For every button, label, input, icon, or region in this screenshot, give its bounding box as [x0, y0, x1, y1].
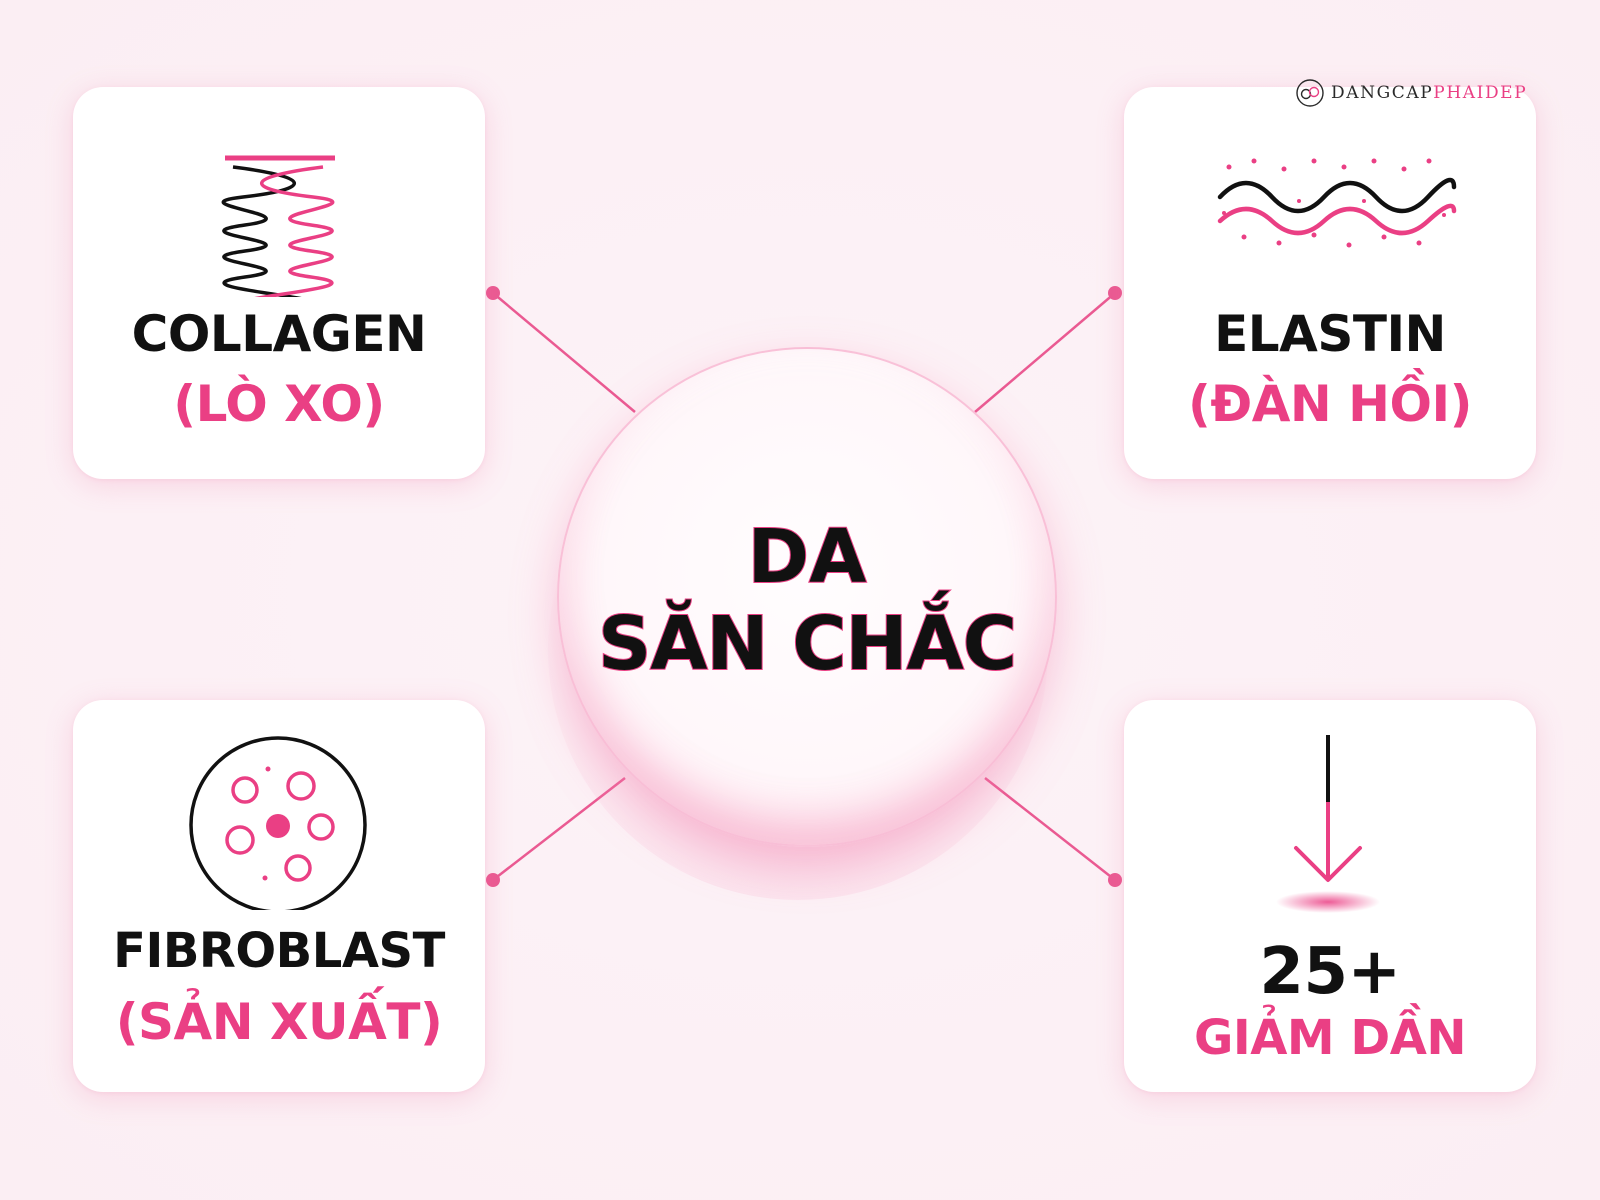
connector-elastin	[974, 292, 1116, 413]
card-subtitle-elastin: (ĐÀN HỒI)	[1187, 375, 1473, 433]
cell-circle-icon	[189, 736, 367, 910]
spring-coil-icon	[221, 155, 335, 297]
card-age: 25+ GIẢM DẦN	[1124, 700, 1536, 1092]
connector-age	[984, 777, 1116, 881]
center-sphere: DA SĂN CHẮC	[557, 347, 1057, 847]
card-title-elastin: ELASTIN	[1214, 305, 1446, 363]
brand-name: DANGCAPPHAIDEP	[1331, 83, 1527, 103]
card-title-collagen: COLLAGEN	[131, 305, 427, 363]
elastic-wave-icon	[1217, 158, 1457, 248]
brand-logo: DANGCAPPHAIDEP	[1295, 78, 1527, 108]
infinity-flower-logo-icon	[1296, 79, 1324, 107]
connector-collagen	[492, 292, 636, 413]
card-fibroblast: FIBROBLAST (SẢN XUẤT)	[73, 700, 485, 1092]
center-text: DA SĂN CHẮC	[559, 349, 1055, 845]
brand-name-part2: PHAIDEP	[1433, 83, 1528, 103]
connector-dot-collagen	[486, 286, 500, 300]
center-title-line2: SĂN CHẮC	[597, 600, 1018, 688]
card-subtitle-fibroblast: (SẢN XUẤT)	[115, 993, 443, 1051]
card-title-age: 25+	[1259, 935, 1401, 1009]
connector-dot-age	[1108, 873, 1122, 887]
brand-name-part1: DANGCAP	[1331, 83, 1434, 103]
down-arrow-icon	[1276, 735, 1380, 913]
connector-dot-fibroblast	[486, 873, 500, 887]
card-elastin: ELASTIN (ĐÀN HỒI)	[1124, 87, 1536, 479]
center-title-line1: DA	[747, 513, 868, 601]
card-subtitle-age: GIẢM DẦN	[1193, 1010, 1467, 1066]
connector-dot-elastin	[1108, 286, 1122, 300]
card-subtitle-collagen: (LÒ XO)	[173, 375, 385, 433]
card-title-fibroblast: FIBROBLAST	[113, 923, 445, 979]
connector-fibroblast	[492, 777, 626, 881]
card-collagen: COLLAGEN (LÒ XO)	[73, 87, 485, 479]
